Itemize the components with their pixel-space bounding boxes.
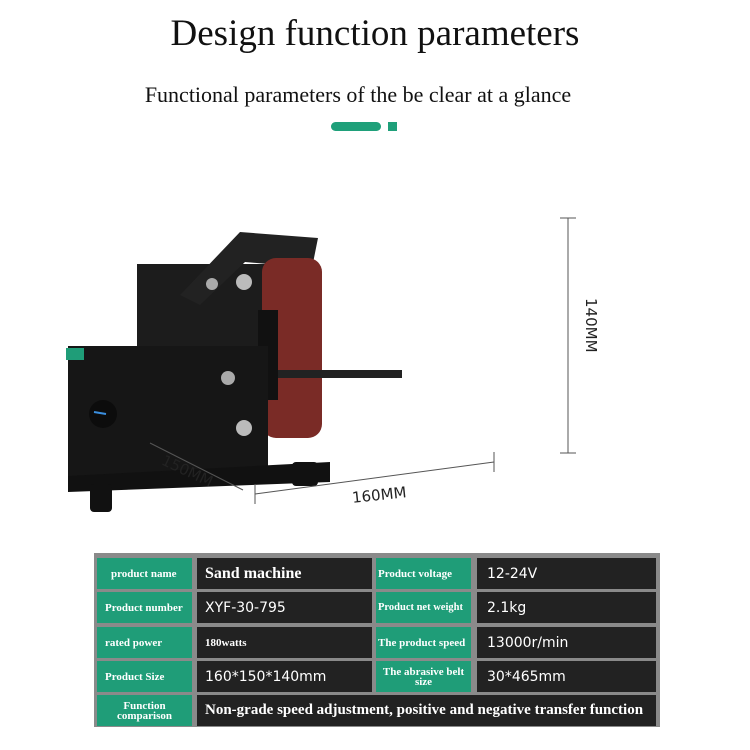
value-product-speed: 13000r/min bbox=[477, 627, 656, 658]
power-switch bbox=[66, 348, 84, 360]
accent-dot bbox=[388, 122, 397, 131]
page-subtitle: Functional parameters of the be clear at… bbox=[144, 82, 572, 107]
label-product-size: Product Size bbox=[97, 661, 192, 692]
value-product-name: Sand machine bbox=[197, 558, 372, 589]
page-title: Design function parameters bbox=[170, 13, 580, 54]
work-rest bbox=[250, 370, 402, 378]
value-rated-power: 180watts bbox=[197, 627, 372, 658]
label-function: Function comparison bbox=[97, 695, 192, 726]
spec-table: product name Sand machine Product voltag… bbox=[94, 553, 660, 727]
height-dimension: 140MM bbox=[582, 298, 600, 353]
value-product-voltage: 12-24V bbox=[477, 558, 656, 589]
sand-machine-image bbox=[66, 217, 576, 512]
label-net-weight: Product net weight bbox=[376, 592, 471, 623]
value-net-weight: 2.1kg bbox=[477, 592, 656, 623]
base-plate bbox=[68, 462, 330, 492]
label-product-name: product name bbox=[97, 558, 192, 589]
value-belt-size: 30*465mm bbox=[477, 661, 656, 692]
value-function: Non-grade speed adjustment, positive and… bbox=[197, 695, 656, 726]
label-product-number: Product number bbox=[97, 592, 192, 623]
value-product-size: 160*150*140mm bbox=[197, 661, 372, 692]
label-product-speed: The product speed bbox=[376, 627, 471, 658]
label-rated-power: rated power bbox=[97, 627, 192, 658]
value-product-number: XYF-30-795 bbox=[197, 592, 372, 623]
label-belt-size: The abrasive belt size bbox=[376, 661, 471, 692]
label-product-voltage: Product voltage bbox=[376, 558, 471, 589]
accent-bar bbox=[331, 122, 381, 131]
